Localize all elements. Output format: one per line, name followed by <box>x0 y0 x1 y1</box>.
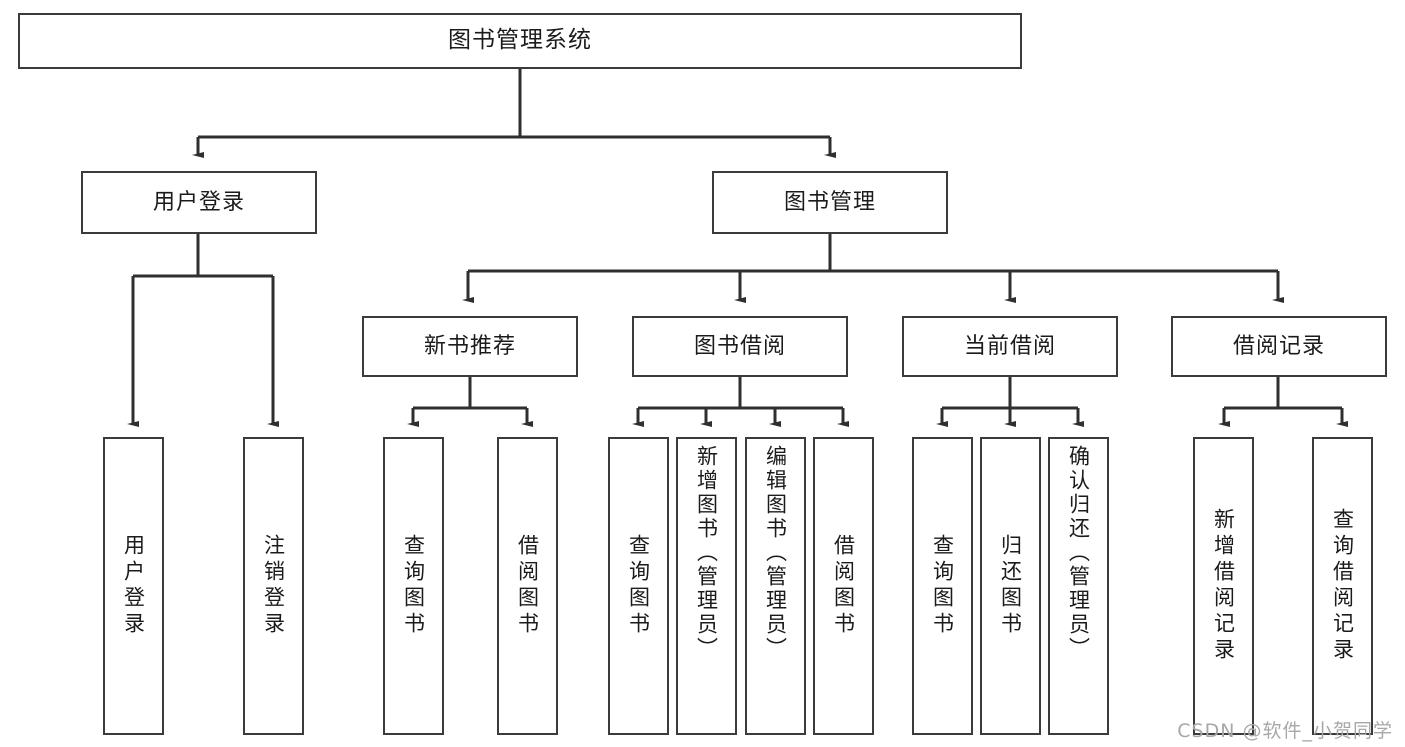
leaf-edit-book[interactable]: 编辑图书（管理员） <box>745 437 806 735</box>
node-user-login-label: 用户登录 <box>152 189 245 215</box>
leaf-borrow-book-1[interactable]: 借阅图书 <box>497 437 558 735</box>
leaf-add-record[interactable]: 新增借阅记录 <box>1193 437 1254 735</box>
leaf-edit-book-label: 编辑图书（管理员） <box>763 445 788 661</box>
node-current-borrow-label: 当前借阅 <box>963 333 1056 359</box>
leaf-query-book-3[interactable]: 查询图书 <box>912 437 973 735</box>
leaf-query-book-2-label: 查询图书 <box>626 534 651 638</box>
leaf-return-book-label: 归还图书 <box>998 534 1023 638</box>
node-book-borrow-label: 图书借阅 <box>693 333 786 359</box>
leaf-user-login[interactable]: 用户登录 <box>103 437 164 735</box>
leaf-return-book[interactable]: 归还图书 <box>980 437 1041 735</box>
node-user-login[interactable]: 用户登录 <box>81 171 317 234</box>
leaf-confirm-return[interactable]: 确认归还（管理员） <box>1048 437 1109 735</box>
node-new-book-rec-label: 新书推荐 <box>423 333 516 359</box>
node-root[interactable]: 图书管理系统 <box>18 13 1022 69</box>
node-book-manage[interactable]: 图书管理 <box>712 171 948 234</box>
node-book-borrow[interactable]: 图书借阅 <box>632 316 848 377</box>
leaf-query-record-label: 查询借阅记录 <box>1330 508 1355 664</box>
leaf-query-book-3-label: 查询图书 <box>930 534 955 638</box>
leaf-query-record[interactable]: 查询借阅记录 <box>1312 437 1373 735</box>
leaf-add-book-label: 新增图书（管理员） <box>694 445 719 661</box>
node-new-book-rec[interactable]: 新书推荐 <box>362 316 578 377</box>
leaf-query-book-1-label: 查询图书 <box>401 534 426 638</box>
node-borrow-record[interactable]: 借阅记录 <box>1171 316 1387 377</box>
node-root-label: 图书管理系统 <box>448 27 592 54</box>
leaf-user-logout-label: 注销登录 <box>261 534 286 638</box>
leaf-add-record-label: 新增借阅记录 <box>1211 508 1236 664</box>
leaf-confirm-return-label: 确认归还（管理员） <box>1066 445 1091 661</box>
leaf-add-book[interactable]: 新增图书（管理员） <box>676 437 737 735</box>
leaf-user-login-label: 用户登录 <box>121 534 146 638</box>
leaf-user-logout[interactable]: 注销登录 <box>243 437 304 735</box>
node-book-manage-label: 图书管理 <box>783 189 876 215</box>
leaf-query-book-2[interactable]: 查询图书 <box>608 437 669 735</box>
leaf-borrow-book-1-label: 借阅图书 <box>515 534 540 638</box>
node-current-borrow[interactable]: 当前借阅 <box>902 316 1118 377</box>
leaf-borrow-book-2-label: 借阅图书 <box>831 534 856 638</box>
leaf-query-book-1[interactable]: 查询图书 <box>383 437 444 735</box>
leaf-borrow-book-2[interactable]: 借阅图书 <box>813 437 874 735</box>
node-borrow-record-label: 借阅记录 <box>1232 333 1325 359</box>
